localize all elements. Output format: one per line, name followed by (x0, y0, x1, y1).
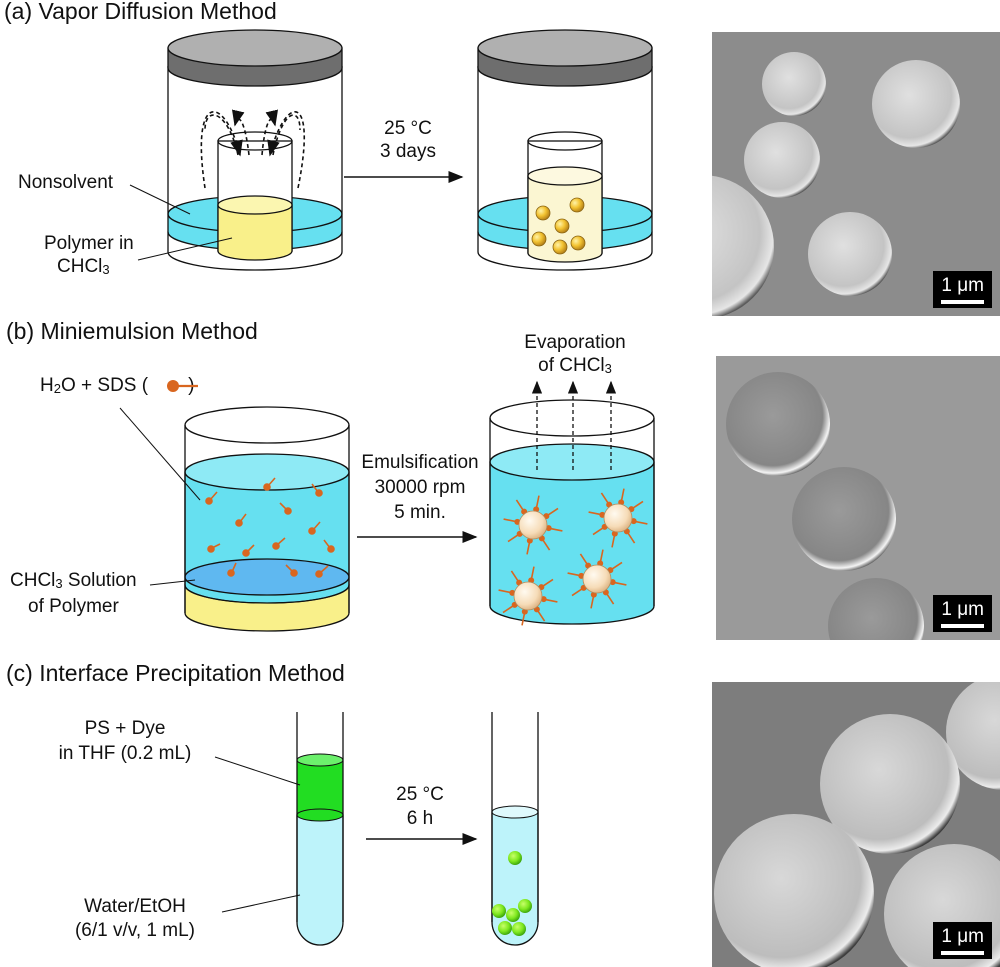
miniemulsion-beaker-before (119, 380, 350, 632)
gold-particles (531, 197, 586, 255)
test-tube-after (491, 712, 539, 946)
micelle (503, 495, 563, 555)
sem-spheres-interface (712, 682, 1000, 967)
condition-b-time: 5 min. (394, 502, 446, 523)
scale-bar-c: 1 μm (933, 922, 992, 959)
label-water-sds: H2O + SDS () (40, 375, 194, 396)
evaporation-arrows (531, 380, 617, 470)
micelles (498, 488, 648, 626)
sds-molecules (205, 477, 335, 578)
condition-a-temp: 25 °C (384, 118, 432, 139)
condition-c-temp: 25 °C (396, 784, 444, 805)
label-ps-dye-2: in THF (0.2 mL) (58, 743, 192, 764)
scale-bar-a: 1 μm (933, 271, 992, 308)
label-evaporation-1: Evaporation (524, 332, 626, 353)
label-nonsolvent: Nonsolvent (18, 172, 114, 193)
panel-a-title: (a) Vapor Diffusion Method (4, 0, 277, 24)
micelle (498, 566, 558, 626)
miniemulsion-beaker-after (489, 380, 655, 626)
condition-b-step: Emulsification (361, 452, 479, 473)
panel-b-title: (b) Miniemulsion Method (6, 318, 258, 344)
sds-legend-icon (167, 380, 198, 392)
sem-spheres-miniemulsion (716, 356, 1000, 640)
label-polymer-line2: CHCl3 (57, 256, 110, 277)
process-diagram (119, 29, 655, 946)
vapor-jar-after (477, 29, 653, 271)
sem-image-miniemulsion: 1 μm (716, 356, 1000, 640)
label-water-etoh-1: Water/EtOH (84, 896, 186, 917)
green-particles (492, 851, 532, 936)
label-of-polymer: of Polymer (28, 596, 119, 617)
condition-a-time: 3 days (380, 141, 436, 162)
sem-image-vapor: 1 μm (712, 32, 1000, 316)
condition-c-time: 6 h (406, 808, 434, 829)
micelle (567, 549, 627, 609)
vapor-jar-before (129, 29, 343, 271)
label-polymer-line1: Polymer in (44, 233, 134, 254)
label-ps-dye-1: PS + Dye (84, 718, 166, 739)
label-water-etoh-2: (6/1 v/v, 1 mL) (74, 920, 195, 941)
condition-b-speed: 30000 rpm (374, 477, 466, 498)
scale-bar-b: 1 μm (933, 595, 992, 632)
label-evaporation-2: of CHCl3 (538, 355, 612, 376)
panel-c-title: (c) Interface Precipitation Method (6, 660, 345, 686)
sem-image-interface: 1 μm (712, 682, 1000, 967)
sem-spheres-vapor (712, 32, 1000, 316)
test-tube-before (214, 712, 344, 946)
micelle (588, 488, 648, 548)
label-chcl3-solution: CHCl3 Solution (10, 570, 137, 591)
